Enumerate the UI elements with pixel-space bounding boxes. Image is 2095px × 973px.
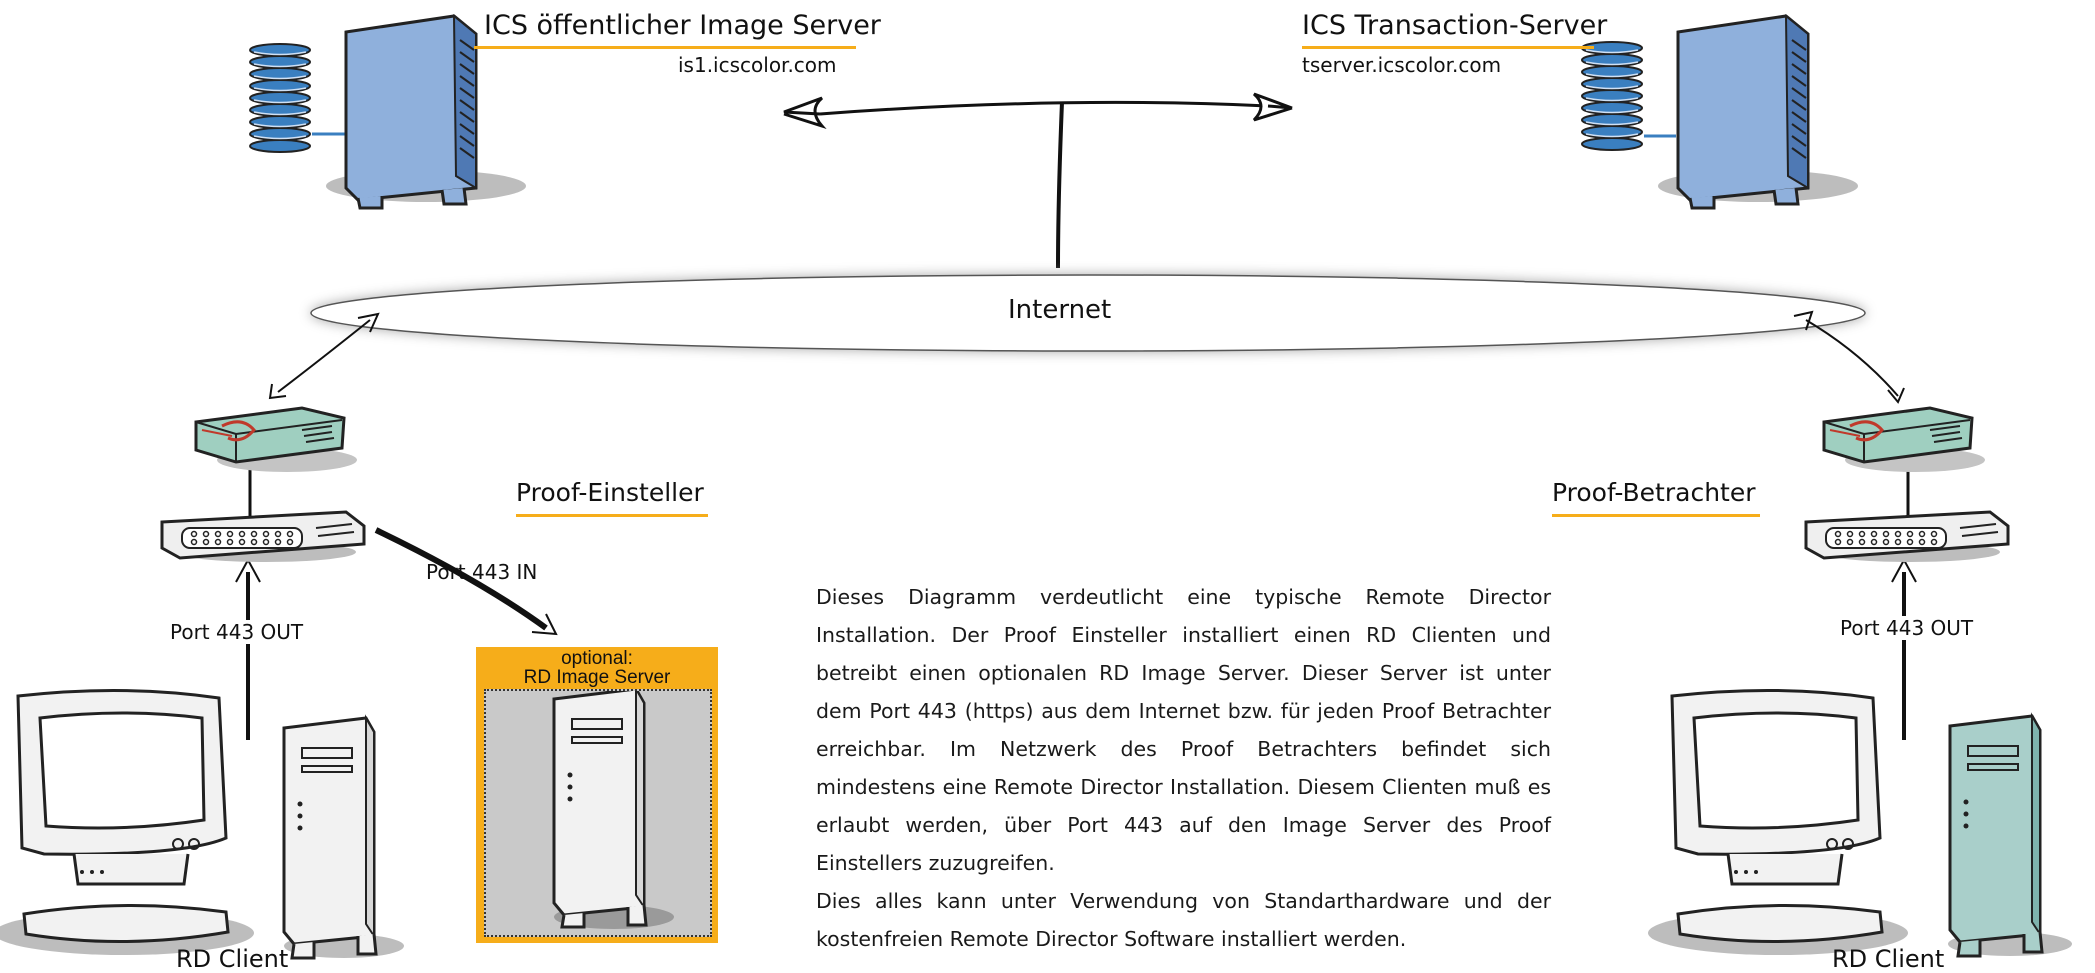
optional-server-area bbox=[484, 685, 712, 937]
server-link-arrow bbox=[783, 92, 1293, 269]
left-switch-icon bbox=[160, 510, 366, 564]
left-links bbox=[235, 312, 558, 740]
description-paragraph-1: Dieses Diagramm verdeutlicht eine typisc… bbox=[816, 585, 1551, 875]
internet-cloud bbox=[310, 274, 1866, 352]
right-section-underline bbox=[1552, 514, 1760, 517]
left-monitor-icon bbox=[0, 688, 256, 957]
left-tower-icon bbox=[282, 716, 406, 960]
left-client-label: RD Client bbox=[176, 945, 289, 973]
image-server-title: ICS öffentlicher Image Server bbox=[484, 10, 881, 41]
transaction-server-icon bbox=[1581, 14, 1860, 210]
right-tower-icon bbox=[1948, 712, 2072, 958]
optional-label: optional: bbox=[561, 648, 633, 669]
description-text: Dieses Diagramm verdeutlicht eine typisc… bbox=[816, 578, 1551, 958]
right-client-label: RD Client bbox=[1832, 945, 1945, 973]
right-port-out-label: Port 443 OUT bbox=[1840, 616, 1974, 640]
internet-label: Internet bbox=[1008, 295, 1112, 325]
transaction-server-underline bbox=[1302, 46, 1594, 49]
left-port-out-label: Port 443 OUT bbox=[170, 620, 304, 644]
right-switch-icon bbox=[1804, 510, 2010, 564]
description-paragraph-2: Dies alles kann unter Verwendung von Sta… bbox=[816, 889, 1551, 951]
optional-tower-icon bbox=[552, 685, 674, 929]
right-section-title: Proof-Betrachter bbox=[1552, 478, 1756, 507]
transaction-server-host: tserver.icscolor.com bbox=[1302, 53, 1502, 77]
image-server-host: is1.icscolor.com bbox=[678, 53, 837, 77]
left-port-in-label: Port 443 IN bbox=[426, 560, 538, 584]
optional-server-name: RD Image Server bbox=[523, 667, 671, 688]
image-server-icon bbox=[249, 14, 528, 210]
transaction-server-title: ICS Transaction-Server bbox=[1302, 10, 1608, 41]
right-router-icon bbox=[1822, 406, 1987, 474]
image-server-underline bbox=[474, 46, 856, 49]
right-monitor-icon bbox=[1646, 688, 1910, 957]
optional-server-heading: optional: RD Image Server bbox=[476, 647, 718, 697]
left-section-title: Proof-Einsteller bbox=[516, 478, 704, 507]
left-section-underline bbox=[516, 514, 708, 517]
left-router-icon bbox=[194, 406, 359, 474]
optional-server-box: optional: RD Image Server bbox=[476, 647, 718, 943]
